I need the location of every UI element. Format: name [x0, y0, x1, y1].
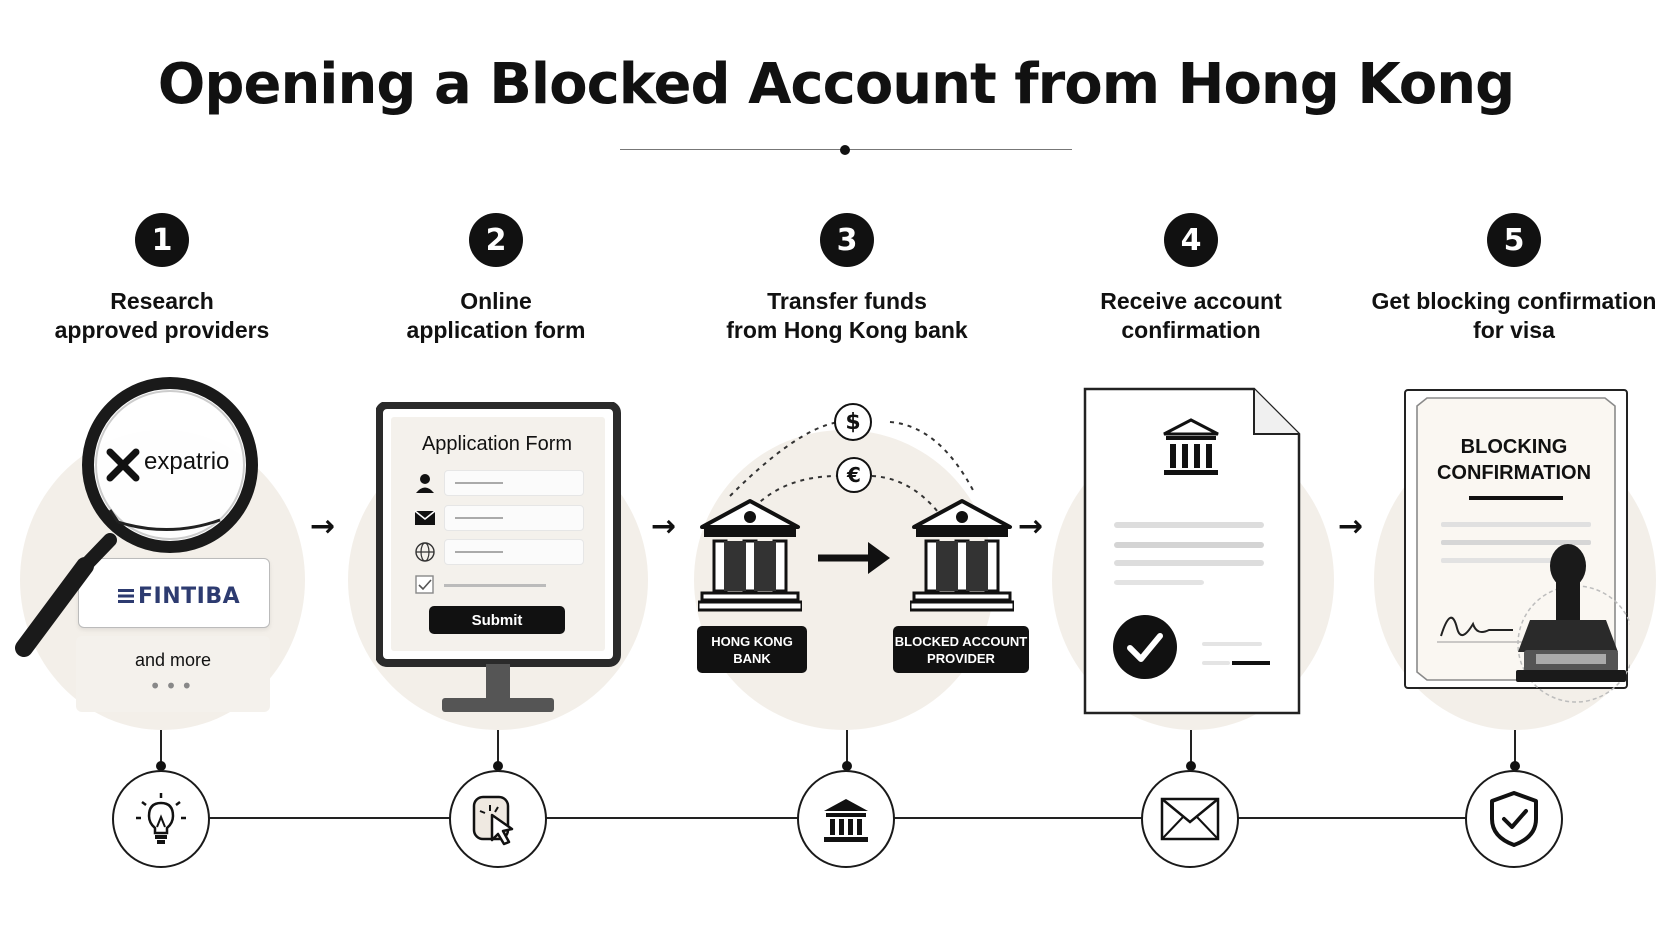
more-providers-card: [76, 636, 270, 712]
timeline-stem: [846, 730, 848, 770]
timeline-dot: [842, 761, 852, 771]
step-1-number: 1: [135, 213, 189, 267]
step-5-number: 5: [1487, 213, 1541, 267]
arrow-right-icon: →: [310, 509, 336, 544]
timeline-stem: [1190, 730, 1192, 770]
mail-icon: [414, 510, 436, 525]
timeline-stem: [1514, 730, 1516, 770]
shield-check-icon: [1465, 770, 1563, 868]
step-4-title-line-2: confirmation: [1121, 317, 1261, 343]
euro-icon: €: [836, 457, 872, 493]
title-divider-dot: [840, 145, 850, 155]
page-title: Opening a Blocked Account from Hong Kong: [157, 52, 1515, 117]
hong-kong-bank-label-line-1: HONG KONG: [711, 633, 793, 649]
step-4-number: 4: [1164, 213, 1218, 267]
certificate-title-line-1: BLOCKING: [1460, 436, 1568, 458]
step-5-title: Get blocking confirmation for visa: [1354, 287, 1672, 345]
envelope-icon: [1141, 770, 1239, 868]
submit-button[interactable]: Submit: [429, 606, 565, 634]
certificate-title: BLOCKING CONFIRMATION: [1424, 434, 1604, 486]
lightbulb-icon: [112, 770, 210, 868]
fintiba-card: [78, 558, 270, 628]
hong-kong-bank-label-line-2: BANK: [733, 650, 771, 666]
step-5-title-line-2: for visa: [1473, 317, 1555, 343]
user-icon: [416, 474, 434, 493]
fintiba-logo: FINTIBA: [118, 584, 240, 610]
timeline-dot: [1186, 761, 1196, 771]
step-3-title: Transfer funds from Hong Kong bank: [687, 287, 1007, 345]
timeline-dot: [1510, 761, 1520, 771]
more-providers-label: and more: [134, 650, 212, 670]
timeline-stem: [497, 730, 499, 770]
step-5-title-line-1: Get blocking confirmation: [1371, 288, 1657, 314]
timeline-dot: [156, 761, 166, 771]
step-2-title-line-1: Online: [460, 288, 532, 314]
magnifier-icon: [15, 377, 258, 657]
step-3-number: 3: [820, 213, 874, 267]
step-2-number: 2: [469, 213, 523, 267]
more-providers-dots: •••: [149, 674, 197, 698]
fintiba-lines-icon: [118, 585, 134, 610]
step-2-title: Online application form: [336, 287, 656, 345]
bank-icon: [797, 770, 895, 868]
step-3-title-line-1: Transfer funds: [767, 288, 927, 314]
terms-line: [444, 584, 546, 587]
click-cursor-icon: [449, 770, 547, 868]
stamp-icon: [1516, 544, 1630, 703]
arrow-right-icon: →: [1338, 509, 1364, 544]
provider-label-line-1: BLOCKED ACCOUNT: [894, 633, 1028, 649]
blocked-account-provider-label: BLOCKED ACCOUNT PROVIDER: [893, 626, 1029, 673]
step-1-title: Research approved providers: [2, 287, 322, 345]
confirmation-document-icon: [1083, 387, 1301, 715]
expatrio-logo-icon: [106, 448, 140, 482]
step-1-title-line-1: Research: [110, 288, 214, 314]
step-4-title-line-1: Receive account: [1100, 288, 1282, 314]
dollar-icon: $: [834, 403, 872, 441]
country-field[interactable]: [444, 539, 584, 565]
email-field[interactable]: [444, 505, 584, 531]
provider-label-line-2: PROVIDER: [927, 650, 995, 666]
arrow-right-icon: →: [1018, 509, 1044, 544]
timeline-stem: [160, 730, 162, 770]
globe-icon: [415, 542, 435, 562]
step-2-title-line-2: application form: [406, 317, 586, 343]
step-1-title-line-2: approved providers: [54, 317, 270, 343]
fintiba-label: FINTIBA: [138, 584, 241, 609]
arrow-right-icon: →: [651, 509, 677, 544]
timeline-dot: [493, 761, 503, 771]
provider-bank-icon: [910, 499, 1014, 612]
application-form-title: Application Form: [421, 433, 573, 455]
name-field[interactable]: [444, 470, 584, 496]
expatrio-label: expatrio: [144, 448, 230, 475]
hong-kong-bank-icon: [698, 499, 802, 612]
step-4-title: Receive account confirmation: [1031, 287, 1351, 345]
checkbox-icon[interactable]: [414, 574, 436, 596]
step-3-title-line-2: from Hong Kong bank: [726, 317, 968, 343]
certificate-title-line-2: CONFIRMATION: [1436, 462, 1592, 484]
hong-kong-bank-label: HONG KONG BANK: [697, 626, 807, 673]
